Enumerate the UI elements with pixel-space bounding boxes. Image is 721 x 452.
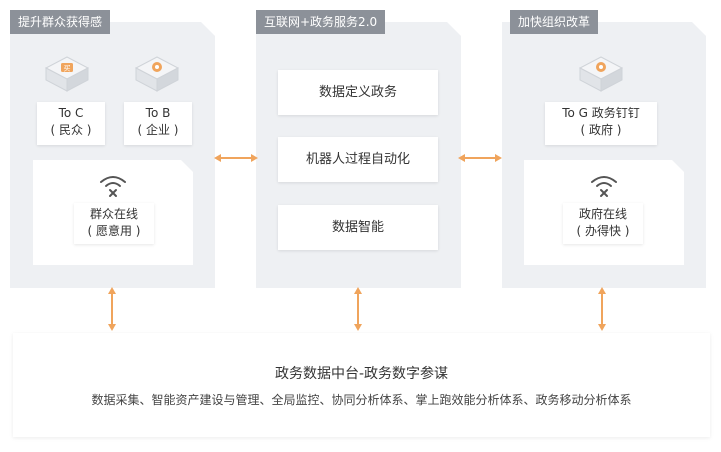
gov-online-card: 政府在线 ( 办得快 ) <box>563 203 643 244</box>
group-online-title: 群众在线 <box>89 207 138 221</box>
to-g-title: To G 政务钉钉 <box>562 106 640 120</box>
to-b-subtitle: ( 企业 ) <box>137 123 179 137</box>
data-platform-subtitle: 数据采集、智能资产建设与管理、全局监控、协同分析体系、掌上跑效能分析体系、政务移… <box>91 393 632 407</box>
left-bottom-arrow <box>108 287 116 331</box>
right-panel-tag: 加快组织改革 <box>510 10 599 34</box>
data-platform-box: 政务数据中台-政务数字参谋 数据采集、智能资产建设与管理、全局监控、协同分析体系… <box>13 333 710 437</box>
middle-item-3: 数据智能 <box>278 205 438 250</box>
to-c-subtitle: ( 民众 ) <box>50 123 92 137</box>
middle-item-2: 机器人过程自动化 <box>278 137 438 182</box>
middle-bottom-arrow <box>354 287 362 331</box>
gov-online-subtitle: ( 办得快 ) <box>576 224 630 238</box>
cube-b-icon <box>134 56 180 92</box>
left-panel-tag: 提升群众获得感 <box>10 10 111 34</box>
gov-online-title: 政府在线 <box>578 207 627 221</box>
to-c-card: To C ( 民众 ) <box>37 102 105 145</box>
group-online-card: 群众在线 ( 愿意用 ) <box>74 203 154 244</box>
cube-c-icon: 买 <box>44 56 90 92</box>
to-g-card: To G 政务钉钉 ( 政府 ) <box>545 102 657 145</box>
middle-right-arrow <box>458 154 502 162</box>
svg-text:买: 买 <box>64 65 71 73</box>
to-b-card: To B ( 企业 ) <box>124 102 192 145</box>
wifi-off-icon <box>100 176 126 197</box>
group-online-subtitle: ( 愿意用 ) <box>87 224 141 238</box>
to-g-subtitle: ( 政府 ) <box>580 123 622 137</box>
cube-g-icon <box>578 56 624 92</box>
data-platform-title: 政务数据中台-政务数字参谋 <box>274 366 449 382</box>
left-middle-arrow <box>214 154 258 162</box>
middle-panel-tag: 互联网+政务服务2.0 <box>256 10 386 34</box>
right-bottom-arrow <box>598 287 606 331</box>
to-c-title: To C <box>58 106 84 120</box>
to-b-title: To B <box>145 106 171 120</box>
middle-item-1: 数据定义政务 <box>278 70 438 115</box>
wifi-off-icon <box>591 176 617 197</box>
